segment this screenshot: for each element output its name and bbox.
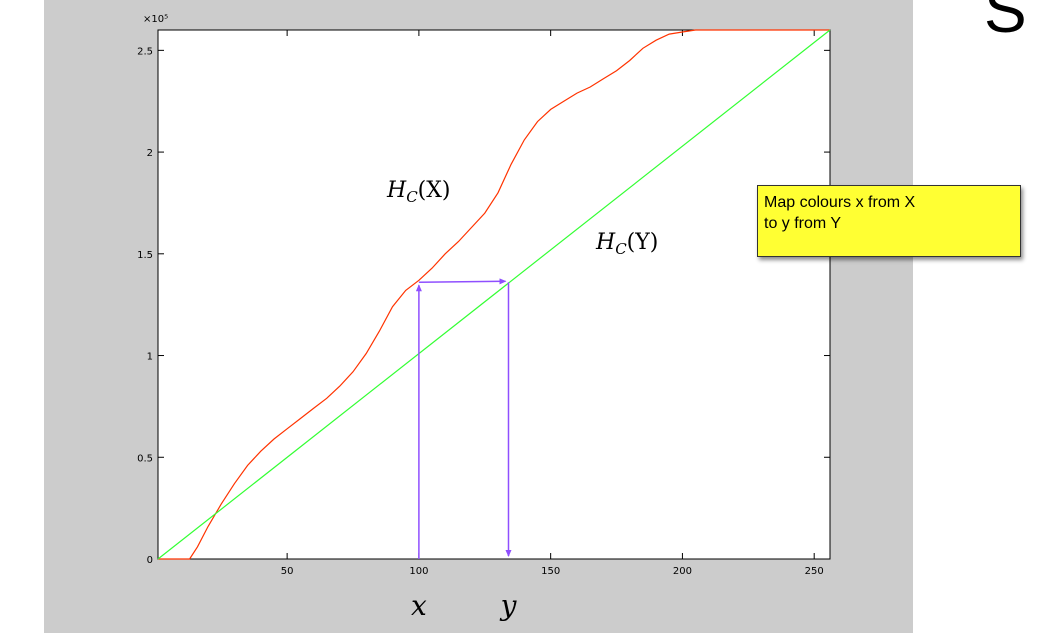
x-tick-label: 200	[673, 566, 692, 577]
x-tick-label: 250	[805, 566, 824, 577]
y-marker-label: y	[499, 589, 518, 622]
corner-glyph: S	[984, 0, 1027, 46]
y-tick-label: 0	[147, 555, 153, 566]
series-hcx-line	[158, 29, 830, 560]
y-tick-label: 1.5	[137, 250, 153, 261]
note-line-2: to y from Y	[764, 215, 842, 232]
note-callout: Map colours x from X to y from Y	[757, 185, 1021, 257]
y-tick-label: 0.5	[137, 453, 153, 464]
y-scale-factor: ×10⁵	[143, 14, 168, 25]
y-tick-label: 2	[147, 148, 153, 159]
x-marker-label: x	[411, 589, 427, 622]
x-tick-label: 100	[409, 566, 428, 577]
mapping-arrow-across	[418, 278, 507, 285]
y-tick-label: 2.5	[137, 46, 153, 57]
series-hcy-line	[157, 29, 831, 560]
x-tick-label: 50	[281, 566, 294, 577]
hcx-label: HC(X)	[386, 178, 451, 206]
hcy-label: HC(Y)	[595, 230, 658, 258]
y-tick-label: 1	[147, 352, 153, 363]
x-tick-label: 150	[541, 566, 560, 577]
note-line-1: Map colours x from X	[764, 194, 916, 211]
